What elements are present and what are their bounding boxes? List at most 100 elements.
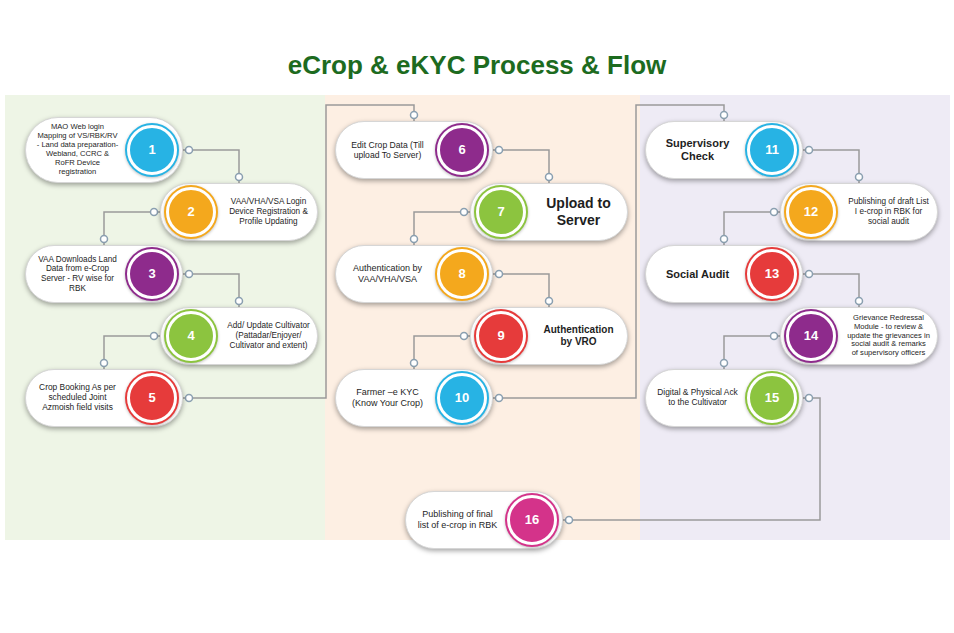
step-number: 9 bbox=[479, 314, 523, 358]
step-number: 13 bbox=[750, 252, 794, 296]
step-circle: 9 bbox=[476, 311, 526, 361]
step-circle: 12 bbox=[786, 187, 836, 237]
step-number: 6 bbox=[440, 128, 484, 172]
step-label: Grievance Redressal Module - to review &… bbox=[847, 314, 930, 359]
connector-dot bbox=[771, 209, 778, 216]
process-step: VAA Downloads Land Data from e-Crop Serv… bbox=[25, 245, 183, 303]
step-number: 11 bbox=[750, 128, 794, 172]
connector-dot bbox=[461, 209, 468, 216]
step-circle: 8 bbox=[437, 249, 487, 299]
step-circle: 16 bbox=[507, 495, 557, 545]
process-step: Publishing of final list of e-crop in RB… bbox=[405, 491, 563, 549]
step-label: Supervisory Check bbox=[656, 137, 739, 163]
connector-dot bbox=[236, 298, 243, 305]
process-step: Upload to Server 7 bbox=[470, 183, 628, 241]
step-label: Publishing of draft List I e-crop in RBK… bbox=[847, 197, 930, 226]
step-circle: 7 bbox=[476, 187, 526, 237]
flow-connector bbox=[724, 336, 780, 369]
step-circle: 14 bbox=[786, 311, 836, 361]
step-label: Crop Booking As per scheduled Joint Azmo… bbox=[36, 383, 119, 413]
connector-dot bbox=[496, 271, 503, 278]
process-step: Social Audit 13 bbox=[645, 245, 803, 303]
flow-connector bbox=[803, 150, 859, 183]
process-step: Supervisory Check 11 bbox=[645, 121, 803, 179]
process-step: Edit Crop Data (Till upload To Server) 6 bbox=[335, 121, 493, 179]
step-number: 2 bbox=[169, 190, 213, 234]
lavender-panel bbox=[640, 95, 950, 540]
green-panel bbox=[5, 95, 325, 540]
step-number: 15 bbox=[750, 376, 794, 420]
step-number: 16 bbox=[510, 498, 554, 542]
connector-dot bbox=[151, 209, 158, 216]
step-number: 3 bbox=[130, 252, 174, 296]
flow-connector bbox=[493, 274, 549, 307]
step-label: Upload to Server bbox=[537, 195, 620, 228]
connector-dot bbox=[856, 174, 863, 181]
connector-dot bbox=[806, 395, 813, 402]
process-step: VAA/VHA/VSA Login Device Registration & … bbox=[160, 183, 318, 241]
step-label: Social Audit bbox=[656, 268, 739, 281]
process-step: Publishing of draft List I e-crop in RBK… bbox=[780, 183, 938, 241]
connector-dot bbox=[546, 298, 553, 305]
connector-dot bbox=[411, 236, 418, 243]
step-number: 14 bbox=[789, 314, 833, 358]
process-step: Crop Booking As per scheduled Joint Azmo… bbox=[25, 369, 183, 427]
step-circle: 2 bbox=[166, 187, 216, 237]
step-number: 1 bbox=[130, 128, 174, 172]
process-step: Authentication by VAA/VHA/VSA 8 bbox=[335, 245, 493, 303]
process-step: Digital & Physical Ack to the Cultivator… bbox=[645, 369, 803, 427]
step-circle: 3 bbox=[127, 249, 177, 299]
step-number: 5 bbox=[130, 376, 174, 420]
step-circle: 6 bbox=[437, 125, 487, 175]
step-label: Add/ Update Cultivator (Pattadar/Enjoyer… bbox=[227, 321, 310, 350]
connector-dot bbox=[496, 395, 503, 402]
flow-connector bbox=[104, 212, 160, 245]
step-label: VAA/VHA/VSA Login Device Registration & … bbox=[227, 197, 310, 226]
connector-dot bbox=[721, 360, 728, 367]
connector-dot bbox=[806, 271, 813, 278]
connector-dot bbox=[721, 236, 728, 243]
connector-dot bbox=[236, 174, 243, 181]
connector-dot bbox=[806, 147, 813, 154]
process-step: Add/ Update Cultivator (Pattadar/Enjoyer… bbox=[160, 307, 318, 365]
flow-connector bbox=[183, 150, 239, 183]
flow-connector bbox=[183, 274, 239, 307]
connector-dot bbox=[151, 333, 158, 340]
connector-dot bbox=[856, 298, 863, 305]
connector-dot bbox=[101, 360, 108, 367]
step-circle: 13 bbox=[747, 249, 797, 299]
step-label: MAO Web login Mapping of VS/RBK/RV - Lan… bbox=[36, 123, 119, 177]
process-step: Grievance Redressal Module - to review &… bbox=[780, 307, 938, 365]
flow-connector bbox=[104, 336, 160, 369]
step-label: Edit Crop Data (Till upload To Server) bbox=[346, 140, 429, 160]
step-circle: 4 bbox=[166, 311, 216, 361]
process-step: Authentication by VRO9 bbox=[470, 307, 628, 365]
connector-dot bbox=[461, 333, 468, 340]
step-number: 8 bbox=[440, 252, 484, 296]
step-circle: 5 bbox=[127, 373, 177, 423]
step-label: VAA Downloads Land Data from e-Crop Serv… bbox=[36, 255, 119, 294]
connector-dot bbox=[546, 174, 553, 181]
connector-dot bbox=[411, 112, 418, 119]
step-label: Publishing of final list of e-crop in RB… bbox=[416, 509, 499, 530]
step-circle: 10 bbox=[437, 373, 487, 423]
connector-dot bbox=[186, 395, 193, 402]
flow-connector bbox=[803, 274, 859, 307]
connector-dot bbox=[101, 236, 108, 243]
step-label: Digital & Physical Ack to the Cultivator bbox=[656, 388, 739, 408]
connector-dot bbox=[771, 333, 778, 340]
step-number: 4 bbox=[169, 314, 213, 358]
step-label: Farmer –e KYC (Know Your Crop) bbox=[346, 387, 429, 408]
step-label: Authentication by VAA/VHA/VSA bbox=[346, 263, 429, 284]
step-number: 7 bbox=[479, 190, 523, 234]
step-circle: 15 bbox=[747, 373, 797, 423]
process-step: Farmer –e KYC (Know Your Crop) 10 bbox=[335, 369, 493, 427]
connector-dot bbox=[721, 112, 728, 119]
step-number: 10 bbox=[440, 376, 484, 420]
connector-dot bbox=[496, 147, 503, 154]
flow-connector bbox=[414, 336, 470, 369]
step-number: 12 bbox=[789, 190, 833, 234]
diagram-title: eCrop & eKYC Process & Flow bbox=[0, 50, 954, 81]
process-step: MAO Web login Mapping of VS/RBK/RV - Lan… bbox=[25, 117, 183, 183]
flow-connector bbox=[493, 150, 549, 183]
